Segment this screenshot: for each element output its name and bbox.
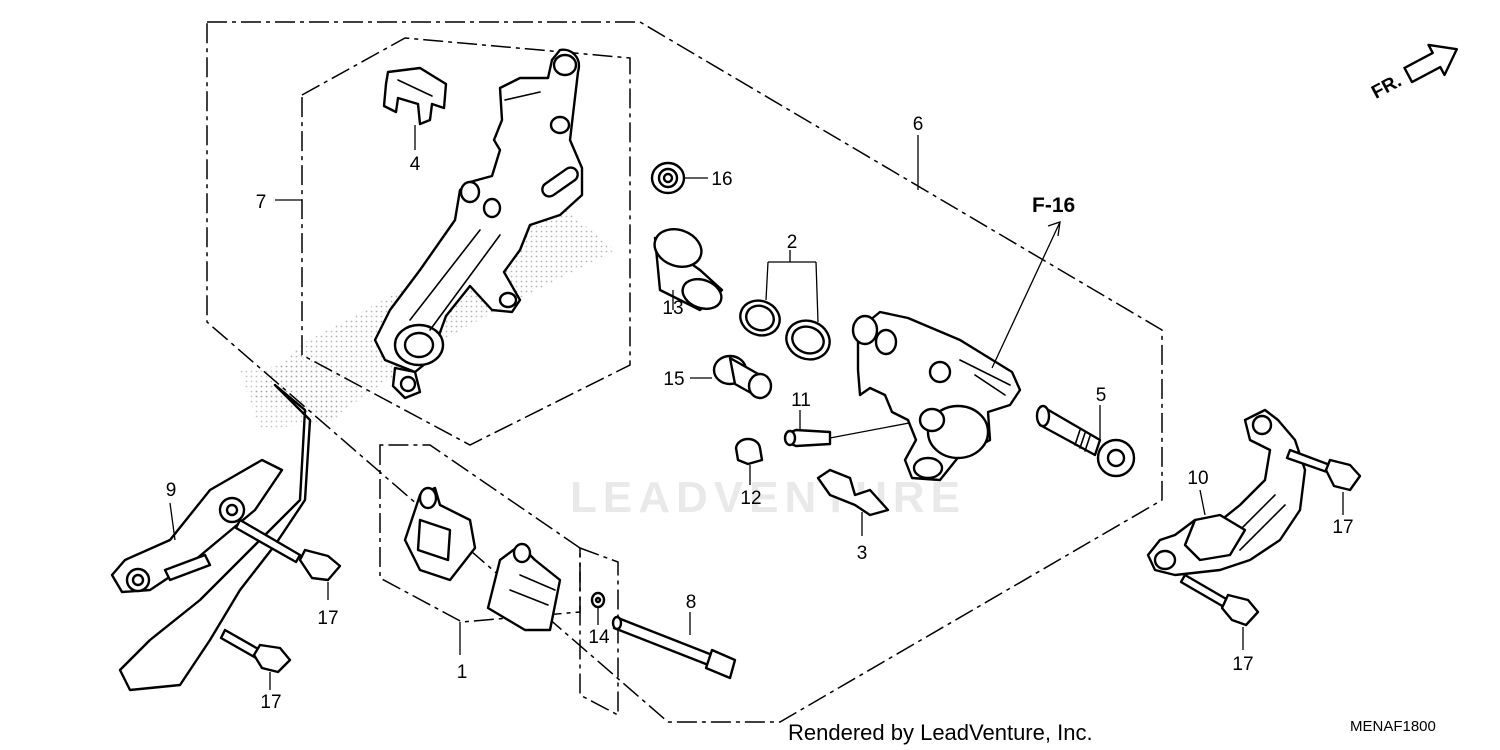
callout-15[interactable]: 15 xyxy=(663,369,684,390)
part-17-bolt-lower-left xyxy=(219,628,292,674)
callout-17-upper-right[interactable]: 17 xyxy=(1332,517,1353,538)
callout-17-upper-left[interactable]: 17 xyxy=(317,608,338,629)
callout-13[interactable]: 13 xyxy=(662,298,683,319)
part-7-caliper-bracket xyxy=(373,48,584,400)
part-2-piston-seals xyxy=(739,299,831,361)
group-outline-main xyxy=(206,21,1163,723)
callout-5[interactable]: 5 xyxy=(1096,385,1107,406)
part-9-heat-guard xyxy=(110,383,312,692)
part-15-slide-pin xyxy=(712,354,773,400)
group-outline-bracket xyxy=(301,37,631,446)
callout-6[interactable]: 6 xyxy=(913,114,924,135)
callout-3[interactable]: 3 xyxy=(857,543,868,564)
part-12-bleeder-cap xyxy=(734,437,764,466)
callout-10[interactable]: 10 xyxy=(1187,468,1208,489)
callout-17-lower-right[interactable]: 17 xyxy=(1232,654,1253,675)
diagram-code: MENAF1800 xyxy=(1350,718,1436,735)
leader-lines xyxy=(169,125,1344,690)
part-13-piston xyxy=(653,227,724,312)
group-outline-shim xyxy=(579,546,619,717)
callout-2[interactable]: 2 xyxy=(787,232,798,253)
part-14-washer xyxy=(590,591,606,609)
callout-9[interactable]: 9 xyxy=(166,480,177,501)
part-10-caliper-guard xyxy=(1146,408,1307,577)
part-6-caliper-body xyxy=(851,310,1022,482)
watermark: LEADVENTURE xyxy=(570,473,966,522)
front-direction-indicator: FR. xyxy=(1368,43,1459,104)
part-17-bolt-lower-right xyxy=(1179,573,1260,627)
part-16-boot xyxy=(650,161,686,195)
part-4-pad-spring-clip xyxy=(382,66,448,126)
callout-4[interactable]: 4 xyxy=(410,154,421,175)
part-8-pad-pin xyxy=(611,615,737,680)
callout-11[interactable]: 11 xyxy=(791,390,811,411)
callout-1[interactable]: 1 xyxy=(457,662,468,683)
callout-17-lower-left[interactable]: 17 xyxy=(260,692,281,713)
callout-12[interactable]: 12 xyxy=(740,488,761,509)
front-direction-label: FR. xyxy=(1368,71,1405,104)
part-3-pad-spring xyxy=(816,468,890,536)
part-5-pin-bolt xyxy=(1035,404,1136,478)
callout-14[interactable]: 14 xyxy=(588,627,610,648)
part-17-bolt-upper-right xyxy=(1285,448,1362,492)
part-17-bolt-upper-left xyxy=(234,518,342,582)
reference-f16-label: F-16 xyxy=(1032,194,1075,217)
callout-7[interactable]: 7 xyxy=(256,192,267,213)
callout-16[interactable]: 16 xyxy=(711,169,732,190)
part-11-bleeder xyxy=(783,419,926,448)
callout-8[interactable]: 8 xyxy=(686,592,697,613)
part-1-brake-pads xyxy=(403,486,562,632)
front-arrow-icon xyxy=(1403,43,1459,84)
footer-attribution: Rendered by LeadVenture, Inc. xyxy=(788,720,1093,745)
